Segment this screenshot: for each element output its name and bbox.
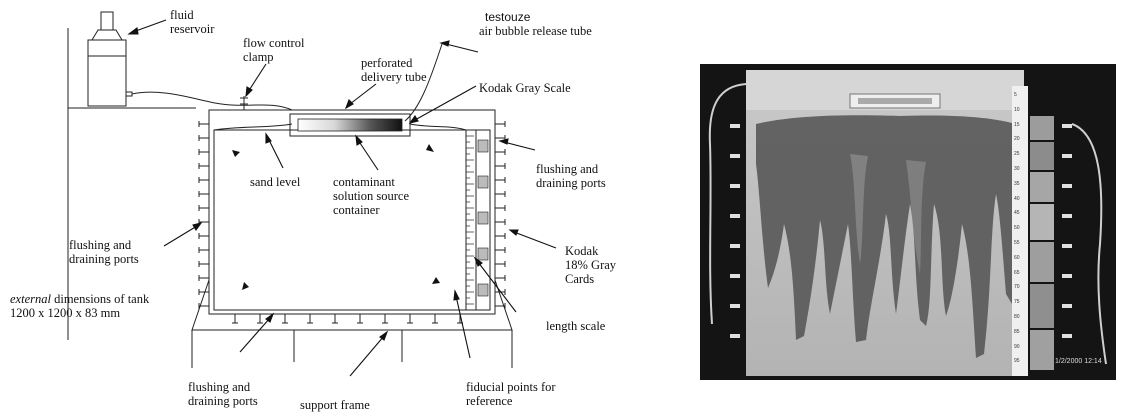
photo-scale-number: 95 — [1014, 358, 1020, 365]
contaminant-container-label: contaminant solution source container — [333, 175, 410, 217]
photo-scale-number: 60 — [1014, 254, 1020, 261]
length-scale-label: length scale — [546, 319, 606, 333]
schematic-drawing — [67, 11, 557, 377]
gray-cards-column — [477, 139, 489, 297]
photo-scale-number: 25 — [1014, 151, 1020, 158]
photo-scale-number: 85 — [1014, 328, 1020, 335]
fluid-reservoir-label: fluid reservoir — [170, 8, 215, 36]
fluid-reservoir-bottle — [87, 11, 133, 107]
photo-image — [700, 64, 1116, 380]
photo-scale-number: 10 — [1014, 106, 1020, 113]
photo-scale-number: 75 — [1014, 299, 1020, 306]
flushing-ports-bottom-label: flushing and draining ports — [188, 380, 258, 408]
kodak-gray-scale-label: Kodak Gray Scale — [479, 81, 571, 95]
support-frame-label: support frame — [300, 398, 370, 412]
left-ports — [198, 121, 209, 309]
external-dimensions-label: external dimensions of tank — [10, 292, 150, 306]
photo-scale-number: 5 — [1014, 92, 1017, 98]
photo-scale-number: 90 — [1014, 343, 1020, 350]
air-bubble-release-tube-label: air bubble release tube — [479, 24, 592, 38]
photo-scale-number: 70 — [1014, 284, 1020, 291]
testouze-label: testouze — [485, 10, 531, 24]
photo-scale-number: 30 — [1014, 166, 1020, 172]
photo-scale-number: 80 — [1014, 314, 1020, 320]
tank-schematic: fluid reservoir flow control clamp testo… — [10, 8, 617, 412]
flushing-ports-left-label: flushing and draining ports — [69, 238, 139, 266]
photo-scale-number: 50 — [1014, 225, 1020, 232]
flow-control-clamp — [240, 96, 248, 110]
right-ports — [495, 121, 506, 309]
photo-timestamp: 1/2/2000 12:14 — [1055, 358, 1102, 365]
kodak-gray-cards-label: Kodak 18% Gray Cards — [565, 244, 617, 286]
flushing-ports-right-label: flushing and draining ports — [536, 162, 606, 190]
tank-dimensions-value: 1200 x 1200 x 83 mm — [10, 306, 121, 320]
photo-scale-number: 20 — [1014, 136, 1020, 143]
photo-scale-number: 40 — [1014, 195, 1020, 202]
perforated-delivery-tube-label: perforated delivery tube — [361, 56, 427, 84]
kodak-gray-scale-strip — [297, 118, 403, 132]
photo-scale-number: 55 — [1014, 240, 1020, 246]
support-frame — [191, 279, 513, 368]
fiducial-points-label: fiducial points for reference — [466, 380, 556, 408]
photo-scale-number: 65 — [1014, 269, 1020, 276]
photo-scale-numbers: 5 10 15 20 25 30 35 40 45 50 55 60 65 70 75 80 85 90 95 — [1013, 86, 1027, 376]
photo-scale-number: 35 — [1014, 180, 1020, 187]
tank-photograph: 5 10 15 20 25 30 35 40 45 50 55 60 65 70 75 80 85 90 95 — [700, 64, 1116, 380]
photo-scale-number: 15 — [1014, 121, 1020, 128]
sand-level-label: sand level — [250, 175, 301, 189]
flow-control-clamp-label: flow control clamp — [243, 36, 305, 64]
photo-scale-number: 45 — [1014, 210, 1020, 217]
